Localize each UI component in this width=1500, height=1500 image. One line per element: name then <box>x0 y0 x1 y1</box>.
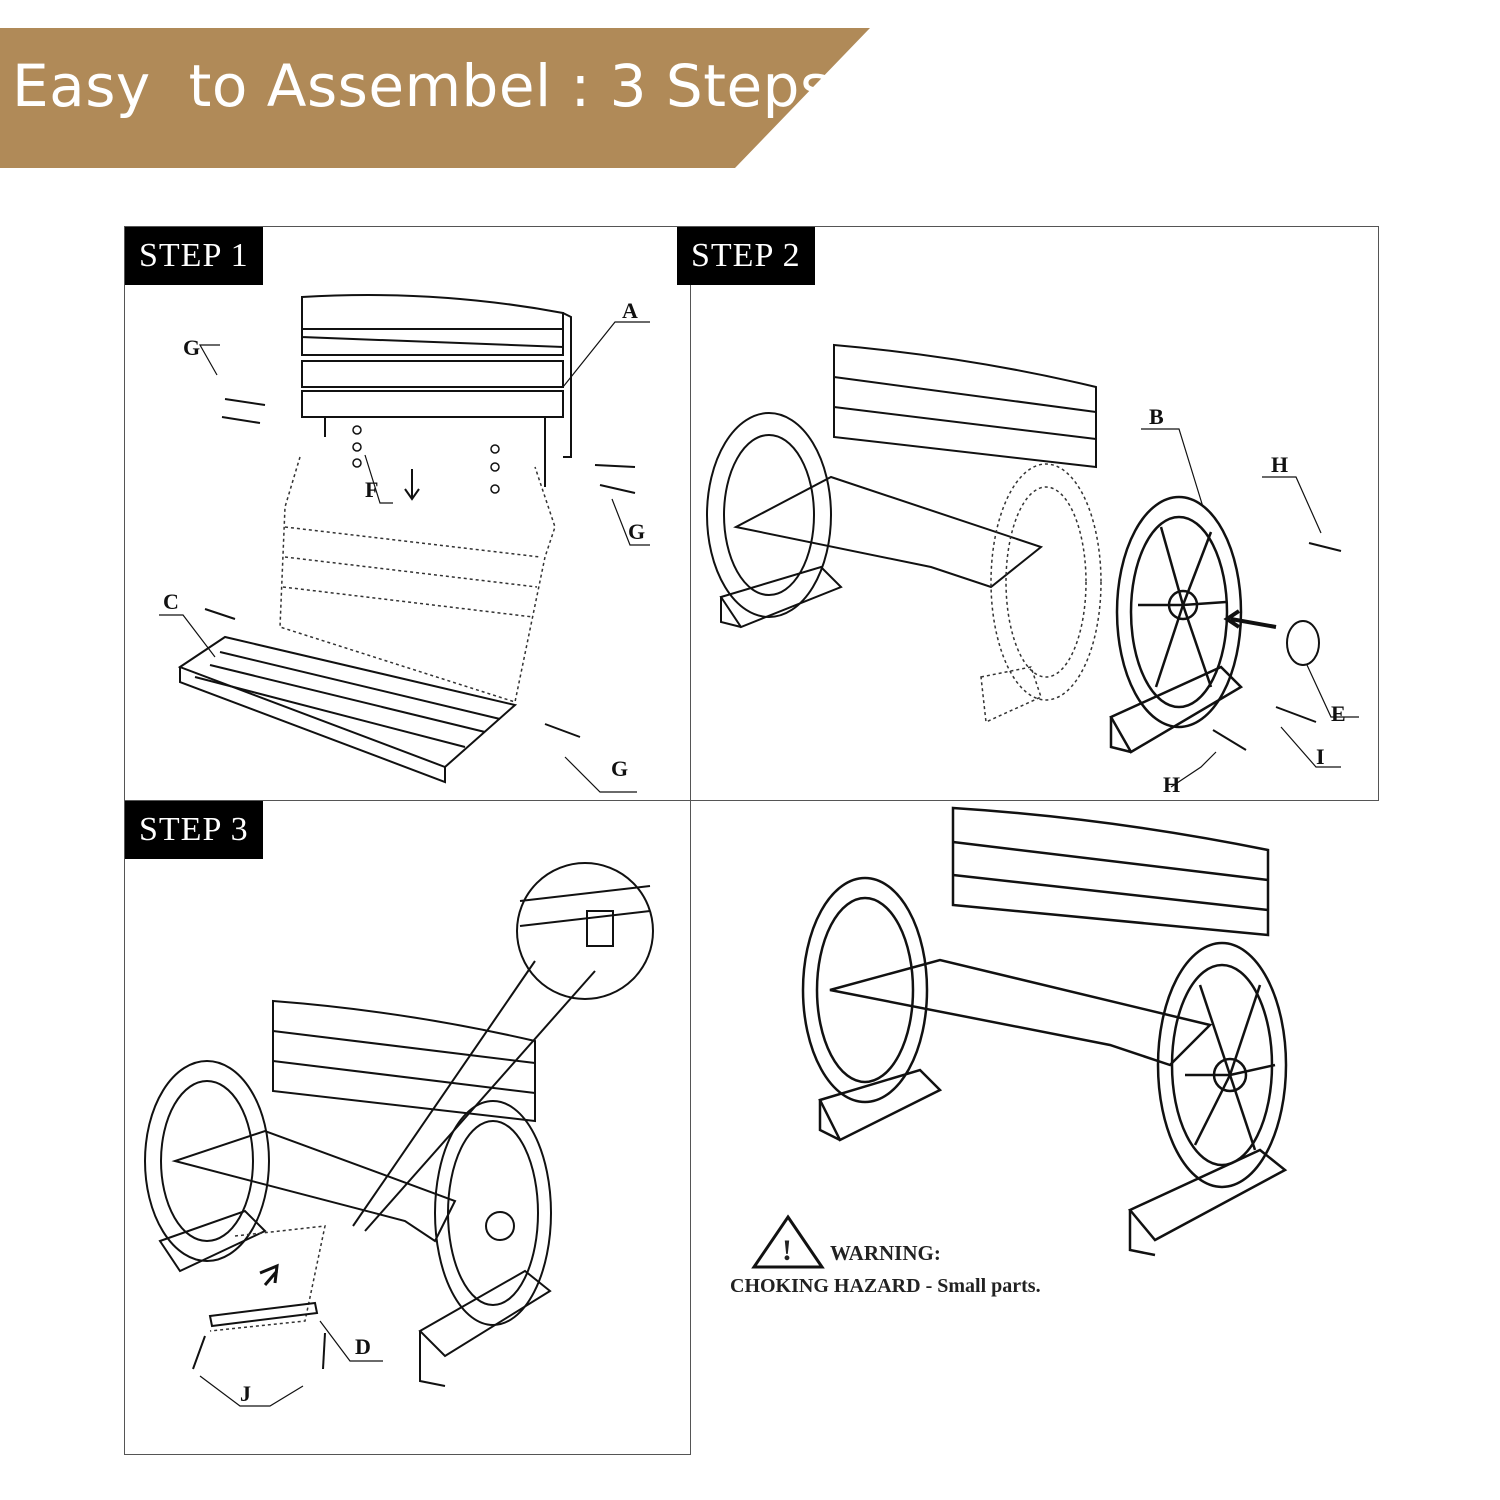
assembled-bench-drawing <box>801 806 1288 1257</box>
warning-triangle-icon: ! <box>751 1214 825 1269</box>
label-g-1: G <box>183 335 200 360</box>
crossbar-d <box>208 1301 319 1328</box>
label-c: C <box>163 589 179 614</box>
bench-drawing <box>144 999 552 1387</box>
insert-arrow-icon <box>1223 609 1277 629</box>
leader-lines <box>199 1320 383 1407</box>
label-g-2: G <box>628 519 645 544</box>
wheel-b <box>1109 495 1244 754</box>
backrest-part <box>301 294 572 487</box>
label-i: I <box>1316 744 1325 769</box>
step-3-drawing: D J <box>144 862 654 1407</box>
step-1-panel: A G F G C G STEP 1 <box>124 226 691 801</box>
step-2-panel: B H E I H STEP 2 <box>677 226 1379 801</box>
screw-icons <box>192 1332 326 1370</box>
step-3-panel: D J STEP 3 <box>124 800 691 1455</box>
label-h-2: H <box>1163 772 1180 797</box>
bolt-icons <box>204 398 636 738</box>
label-j: J <box>240 1381 251 1406</box>
step-2-drawing: B H E I H <box>706 343 1359 797</box>
bench-drawing <box>706 343 1097 629</box>
crossbar-ghost <box>209 1225 326 1332</box>
step-3-tag: STEP 3 <box>125 801 263 859</box>
leader-lines <box>159 321 650 793</box>
header-banner <box>0 28 870 168</box>
nut-icons <box>352 425 500 494</box>
wheel-ghost <box>980 463 1102 724</box>
label-g-3: G <box>611 756 628 781</box>
label-e: E <box>1331 701 1346 726</box>
banner-shape <box>0 28 870 168</box>
label-a: A <box>622 298 638 323</box>
bolt-icons <box>1212 542 1342 751</box>
label-f: F <box>365 477 378 502</box>
step-1-tag: STEP 1 <box>125 227 263 285</box>
cap-e-icon <box>1286 620 1320 666</box>
warning-text: CHOKING HAZARD - Small parts. <box>730 1275 1041 1297</box>
down-arrow-icon <box>404 469 420 501</box>
leader-lines <box>1141 428 1359 788</box>
up-arrow-icon <box>259 1263 279 1286</box>
seat-part <box>177 635 518 784</box>
label-b: B <box>1149 404 1164 429</box>
backrest-ghost <box>279 456 556 703</box>
zoom-detail <box>352 862 654 1232</box>
warning-title: WARNING: <box>830 1241 941 1265</box>
step-2-tag: STEP 2 <box>677 227 815 285</box>
banner-title: Easy to Assembel : 3 Steps <box>12 52 831 120</box>
svg-text:!: ! <box>782 1234 792 1267</box>
label-h-1: H <box>1271 452 1288 477</box>
warning-block: ! WARNING: CHOKING HAZARD - Small parts. <box>730 1214 1041 1297</box>
step-1-drawing: A G F G C G <box>159 294 650 793</box>
label-d: D <box>355 1334 371 1359</box>
